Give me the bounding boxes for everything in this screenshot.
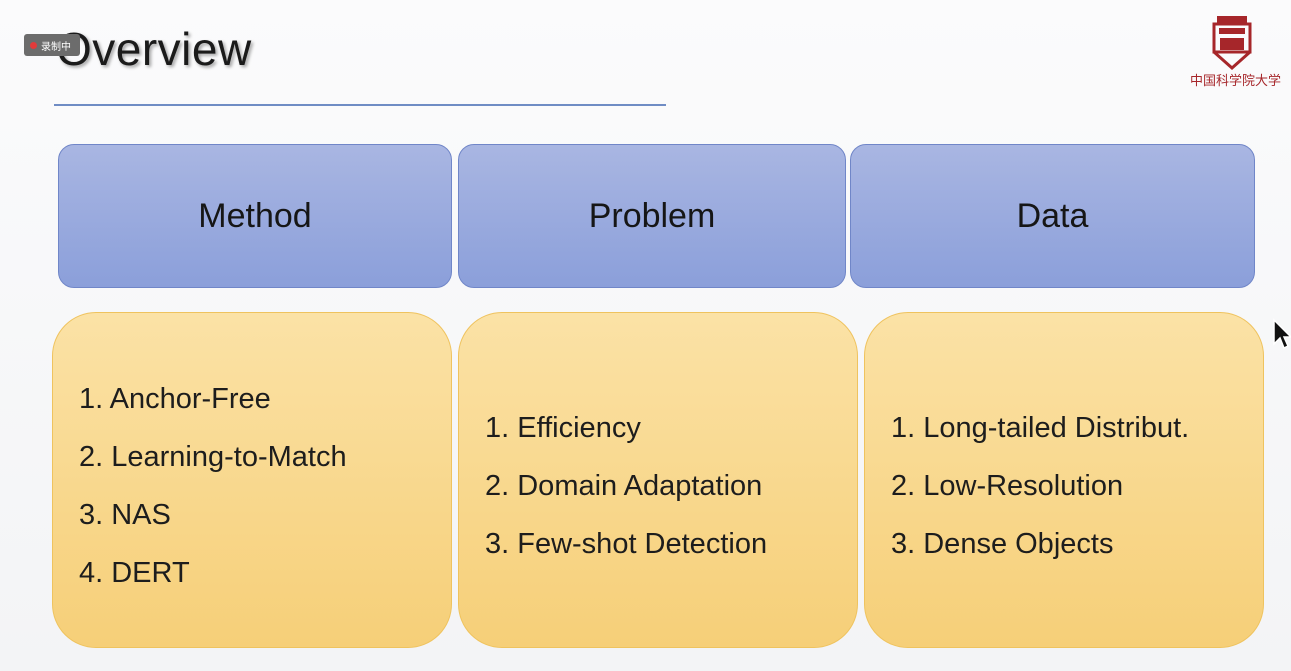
recording-label: 录制中 — [41, 41, 71, 53]
list-item: 4. DERT — [79, 557, 190, 589]
list-item: 2. Low-Resolution — [891, 470, 1124, 502]
ucas-emblem-icon — [1212, 16, 1252, 71]
content-problem: 1. Efficiency 2. Domain Adaptation 3. Fe… — [458, 312, 858, 648]
list-item: 1. Long-tailed Distribut. — [891, 412, 1190, 444]
mouse-pointer-icon — [1273, 318, 1291, 350]
ucas-logo: 中国科学院大学 — [1190, 14, 1282, 94]
list-item: 3. Few-shot Detection — [485, 528, 768, 560]
list-item: 2. Learning-to-Match — [79, 441, 347, 473]
data-list: 1. Long-tailed Distribut. 2. Low-Resolut… — [891, 399, 1259, 573]
header-problem: Problem — [458, 144, 846, 288]
content-data: 1. Long-tailed Distribut. 2. Low-Resolut… — [864, 312, 1264, 648]
logo-caption: 中国科学院大学 — [1190, 74, 1282, 89]
list-item: 1. Efficiency — [485, 412, 641, 444]
list-item: 1. Anchor-Free — [79, 383, 271, 415]
slide-title: Overview — [56, 23, 252, 75]
method-list: 1. Anchor-Free 2. Learning-to-Match 3. N… — [79, 370, 441, 602]
header-data: Data — [850, 144, 1255, 288]
header-method: Method — [58, 144, 452, 288]
problem-list: 1. Efficiency 2. Domain Adaptation 3. Fe… — [485, 399, 847, 573]
list-item: 3. NAS — [79, 499, 171, 531]
title-underline — [54, 104, 666, 106]
recording-badge[interactable]: 录制中 — [24, 34, 80, 56]
list-item: 3. Dense Objects — [891, 528, 1114, 560]
list-item: 2. Domain Adaptation — [485, 470, 763, 502]
record-icon — [30, 41, 37, 49]
content-method: 1. Anchor-Free 2. Learning-to-Match 3. N… — [52, 312, 452, 648]
